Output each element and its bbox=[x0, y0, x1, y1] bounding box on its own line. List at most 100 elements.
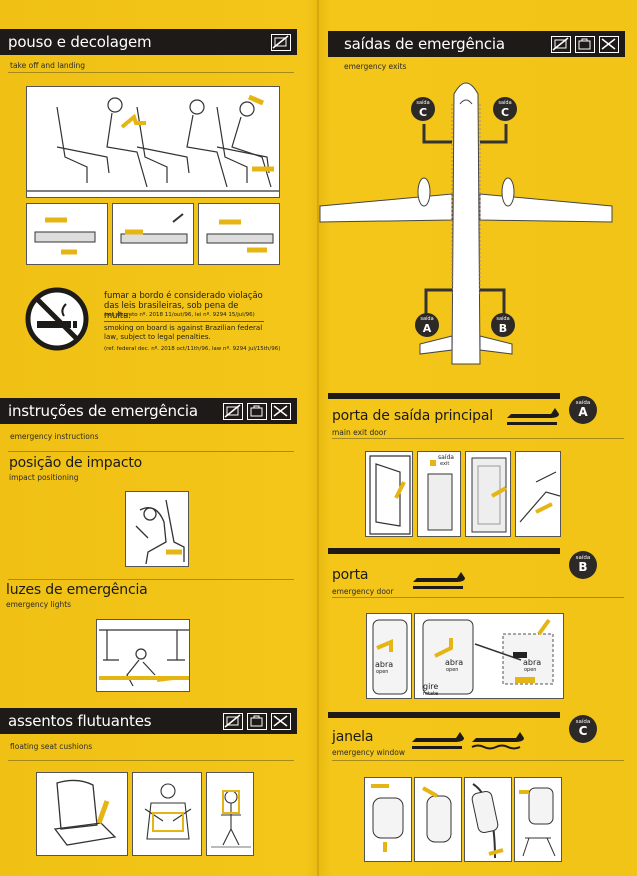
section-header-pouso: pouso e decolagem bbox=[0, 29, 297, 55]
fold-line bbox=[317, 0, 319, 876]
divider bbox=[332, 760, 624, 761]
seat-upright-illustration bbox=[26, 86, 280, 198]
no-hand-luggage-icon bbox=[599, 35, 619, 53]
instrucoes-subtitle: emergency instructions bbox=[10, 432, 99, 441]
assentos-subtitle: floating seat cushions bbox=[10, 742, 93, 751]
emergency-door-step2: abra open gire rotate abra open bbox=[414, 613, 564, 699]
divider bbox=[8, 72, 294, 73]
open-instruction-en: open bbox=[524, 667, 537, 673]
divider bbox=[8, 760, 294, 761]
section-divider-band bbox=[328, 393, 560, 399]
window-exit-step2 bbox=[414, 777, 462, 862]
no-electronics-icon bbox=[223, 402, 243, 420]
open-instruction-pt: abra bbox=[445, 658, 464, 667]
window-exit-step4 bbox=[514, 777, 562, 862]
divider bbox=[8, 451, 294, 452]
janela-title: janela bbox=[332, 729, 374, 745]
main-door-step4 bbox=[515, 451, 561, 537]
emergency-lights-illustration bbox=[96, 619, 190, 692]
section-header-assentos: assentos flutuantes bbox=[0, 708, 297, 734]
no-hand-luggage-icon bbox=[271, 712, 291, 730]
exit-small-label: saída bbox=[498, 100, 512, 106]
emergency-door-step1: abra open bbox=[366, 613, 412, 699]
principal-subtitle: main exit door bbox=[332, 428, 387, 437]
divider bbox=[332, 438, 624, 439]
main-door-step1 bbox=[365, 451, 413, 537]
exit-letter: A bbox=[422, 322, 432, 335]
pouso-subtitle: take off and landing bbox=[10, 61, 86, 70]
brace-position-illustration bbox=[125, 491, 189, 567]
seatbelt-release-panel bbox=[198, 203, 280, 265]
exit-small-label: saída bbox=[575, 400, 591, 406]
luggage-icon bbox=[247, 402, 267, 420]
smoking-warning-en: smoking on board is against Brazilian fe… bbox=[104, 324, 263, 341]
window-exit-aircraft-icon bbox=[412, 732, 464, 749]
exit-small-label: saída bbox=[575, 555, 591, 561]
no-electronics-icon bbox=[271, 33, 291, 51]
section-divider-band bbox=[328, 712, 560, 718]
exit-small-label: saída bbox=[420, 316, 434, 322]
seat-cushion-panel bbox=[36, 772, 128, 856]
impacto-subtitle: impact positioning bbox=[9, 473, 79, 482]
exit-letter: C bbox=[418, 106, 428, 119]
luzes-title: luzes de emergência bbox=[6, 582, 148, 598]
aircraft-exit-diagram bbox=[319, 82, 613, 365]
saidas-subtitle: emergency exits bbox=[344, 62, 407, 71]
water-landing-aircraft-icon bbox=[471, 732, 524, 750]
seatbelt-tighten-panel bbox=[112, 203, 194, 265]
divider bbox=[104, 321, 264, 322]
exit-letter: A bbox=[578, 405, 588, 419]
section-header-instrucoes: instruções de emergência bbox=[0, 398, 297, 424]
no-electronics-icon bbox=[551, 35, 571, 53]
main-door-step2: saída exit bbox=[417, 451, 461, 537]
emergency-door-aircraft-icon bbox=[413, 572, 465, 589]
janela-subtitle: emergency window bbox=[332, 748, 406, 757]
no-smoking-icon bbox=[25, 287, 89, 351]
open-instruction-pt: abra bbox=[523, 658, 542, 667]
porta-subtitle: emergency door bbox=[332, 587, 394, 596]
exit-panel-label-en: exit bbox=[440, 461, 450, 467]
open-instruction-en: open bbox=[376, 669, 389, 675]
saidas-title: saídas de emergência bbox=[344, 35, 505, 53]
exit-small-label: saída bbox=[416, 100, 430, 106]
impacto-title: posição de impacto bbox=[9, 455, 143, 471]
rotate-instruction-en: rotate bbox=[423, 691, 439, 697]
instrucoes-title: instruções de emergência bbox=[8, 402, 198, 420]
exit-small-label: saída bbox=[575, 719, 591, 725]
assentos-title: assentos flutuantes bbox=[8, 712, 152, 730]
divider bbox=[332, 597, 624, 598]
float-cushion-panel bbox=[206, 772, 254, 856]
exit-location-aircraft-icon bbox=[507, 408, 559, 425]
exit-letter: C bbox=[578, 724, 588, 738]
window-exit-step3 bbox=[464, 777, 512, 862]
luggage-icon bbox=[575, 35, 595, 53]
luggage-icon bbox=[247, 712, 267, 730]
rotate-instruction-pt: gire bbox=[423, 682, 439, 691]
no-hand-luggage-icon bbox=[271, 402, 291, 420]
exit-letter: C bbox=[500, 106, 510, 119]
main-door-step3 bbox=[465, 451, 511, 537]
open-instruction-en: open bbox=[446, 667, 459, 673]
exit-panel-label: saída bbox=[438, 454, 454, 461]
open-instruction-pt: abra bbox=[375, 660, 394, 669]
principal-title: porta de saída principal bbox=[332, 408, 493, 424]
smoking-ref-en: (ref. federal dec. nº. 2018 oct/11th/96,… bbox=[104, 346, 281, 352]
smoking-warning-pt: fumar a bordo é considerado violação das… bbox=[104, 290, 263, 320]
seatbelt-fasten-panel bbox=[26, 203, 108, 265]
exit-letter: B bbox=[578, 560, 588, 574]
hug-cushion-panel bbox=[132, 772, 202, 856]
exit-small-label: saída bbox=[496, 316, 510, 322]
smoking-ref-pt: (ref. decreto nº. 2018 11/out/96, lei nº… bbox=[104, 312, 255, 318]
exit-letter: B bbox=[498, 322, 508, 335]
window-exit-step1 bbox=[364, 777, 412, 862]
luzes-subtitle: emergency lights bbox=[6, 600, 72, 609]
pouso-title: pouso e decolagem bbox=[8, 33, 152, 51]
divider bbox=[8, 579, 294, 580]
